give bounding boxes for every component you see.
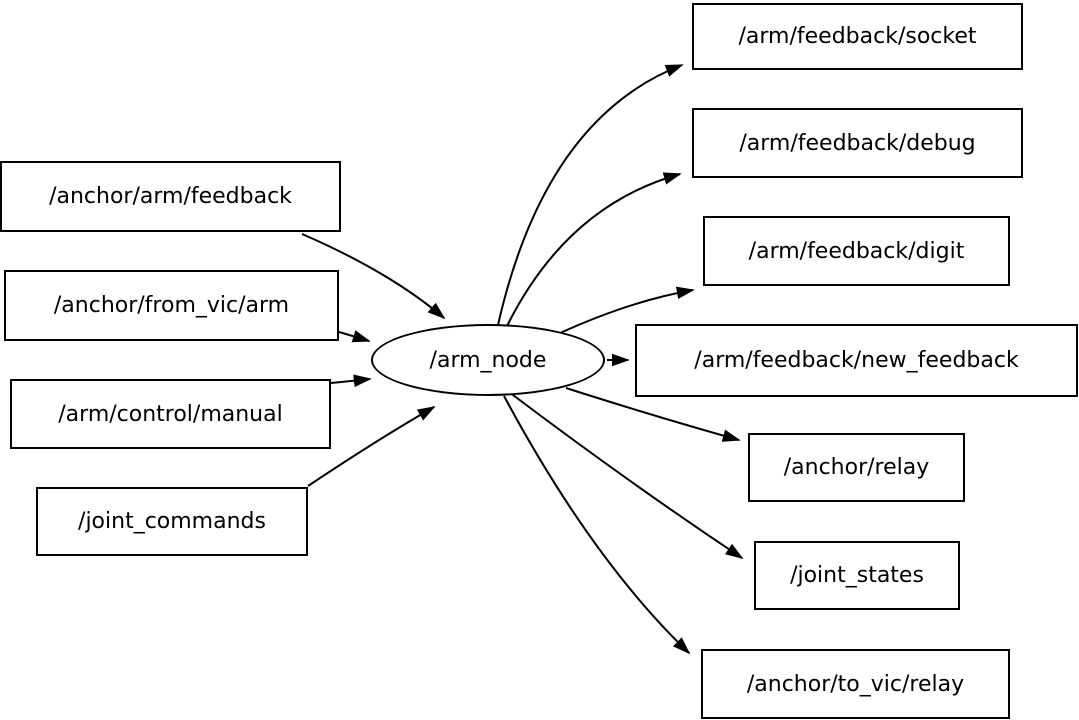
edge-anchor-from-vic-arm-to-arm-node	[338, 330, 371, 343]
edge-arm-node-to-arm-feedback-socket	[497, 64, 684, 326]
topic-label: /arm/feedback/digit	[748, 238, 965, 264]
edge-anchor-arm-feedback-to-arm-node	[301, 233, 446, 320]
edge-arm-node-to-arm-feedback-debug	[505, 172, 682, 329]
node-arm-feedback-digit: /arm/feedback/digit	[703, 216, 1010, 286]
topic-label: /arm/feedback/debug	[739, 130, 976, 156]
node-arm-feedback-socket: /arm/feedback/socket	[692, 3, 1023, 70]
node-anchor-relay: /anchor/relay	[748, 433, 965, 502]
edge-arm-node-to-joint-states	[508, 391, 744, 559]
topic-label: /anchor/from_vic/arm	[53, 293, 290, 318]
node-arm-control-manual: /arm/control/manual	[10, 379, 331, 449]
node-label: /arm_node	[429, 347, 547, 373]
edge-arm-node-to-anchor-relay	[565, 387, 741, 442]
node-joint-commands: /joint_commands	[36, 487, 308, 556]
topic-label: /arm/control/manual	[58, 401, 283, 427]
topic-label: /anchor/relay	[783, 455, 930, 480]
topic-label: /joint_states	[790, 563, 924, 588]
edge-joint-commands-to-arm-node	[307, 406, 436, 487]
topic-label: /arm/feedback/new_feedback	[694, 348, 1019, 373]
topic-label: /arm/feedback/socket	[738, 24, 977, 49]
node-anchor-arm-feedback: /anchor/arm/feedback	[0, 161, 341, 232]
node-arm-feedback-debug: /arm/feedback/debug	[692, 108, 1023, 178]
node-anchor-to-vic-relay: /anchor/to_vic/relay	[701, 649, 1010, 719]
node-joint-states: /joint_states	[754, 541, 960, 610]
topic-label: /anchor/to_vic/relay	[746, 671, 965, 697]
edge-arm-node-to-arm-feedback-digit	[557, 286, 695, 335]
node-anchor-from-vic-arm: /anchor/from_vic/arm	[4, 270, 339, 341]
node-arm-node: /arm_node	[371, 324, 605, 396]
topic-label: /anchor/arm/feedback	[49, 184, 292, 209]
topic-label: /joint_commands	[78, 509, 266, 534]
edge-arm-node-to-anchor-to-vic-relay	[503, 395, 691, 655]
node-arm-feedback-new-feedback: /arm/feedback/new_feedback	[635, 324, 1078, 397]
edge-arm-control-manual-to-arm-node	[330, 374, 372, 388]
